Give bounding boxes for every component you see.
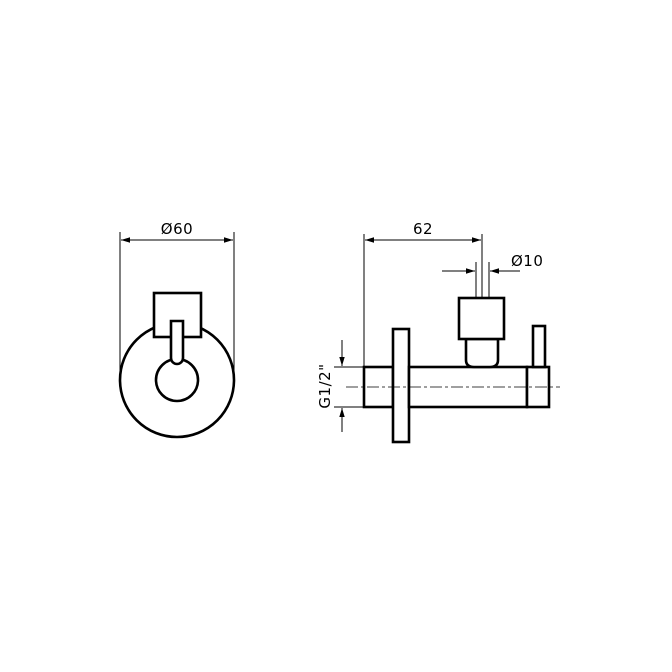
wall-flange [391,327,411,444]
side-length-label: 62 [413,220,433,238]
spindle-stem [169,319,185,366]
side-view: 62 Ø10 G1/2" [316,220,560,444]
outlet-pin [531,324,547,369]
front-diameter-label: Ø60 [161,220,193,238]
front-view: Ø60 [118,220,236,439]
valve-neck [464,337,500,369]
thread-size-label: G1/2" [316,363,334,408]
spindle-diameter-label: Ø10 [511,252,543,270]
valve-handle [457,296,506,341]
